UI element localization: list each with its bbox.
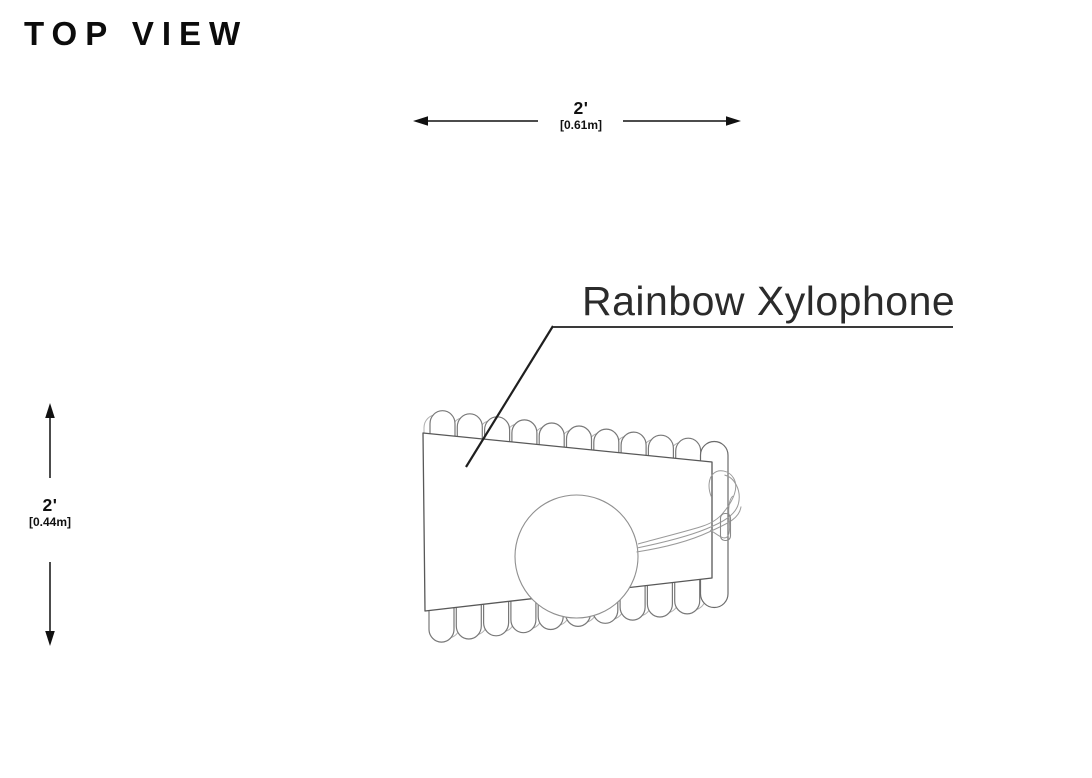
- arrow-right-icon: [726, 116, 741, 126]
- mallet-ball: [514, 494, 639, 619]
- arrow-left-icon: [413, 116, 428, 126]
- depth-dimension-value: 2': [42, 495, 58, 515]
- mallet-cord: [636, 470, 742, 553]
- product-label: Rainbow Xylophone: [582, 278, 956, 324]
- xylophone-bottom-bars: [428, 570, 701, 643]
- view-title: TOP VIEW: [24, 15, 249, 52]
- arrow-down-icon: [45, 631, 55, 646]
- label-callout: [465, 325, 953, 468]
- width-dimension-metric: [0.61m]: [559, 118, 603, 133]
- width-dimension-value: 2': [573, 98, 589, 118]
- depth-dimension-metric: [0.44m]: [28, 515, 72, 530]
- width-dimension: [413, 116, 741, 126]
- depth-dimension-label: 2' [0.44m]: [8, 496, 92, 529]
- label-leader-line: [465, 325, 554, 468]
- width-dimension-label: 2' [0.61m]: [501, 99, 661, 132]
- depth-dimension: [45, 403, 55, 646]
- arrow-up-icon: [45, 403, 55, 418]
